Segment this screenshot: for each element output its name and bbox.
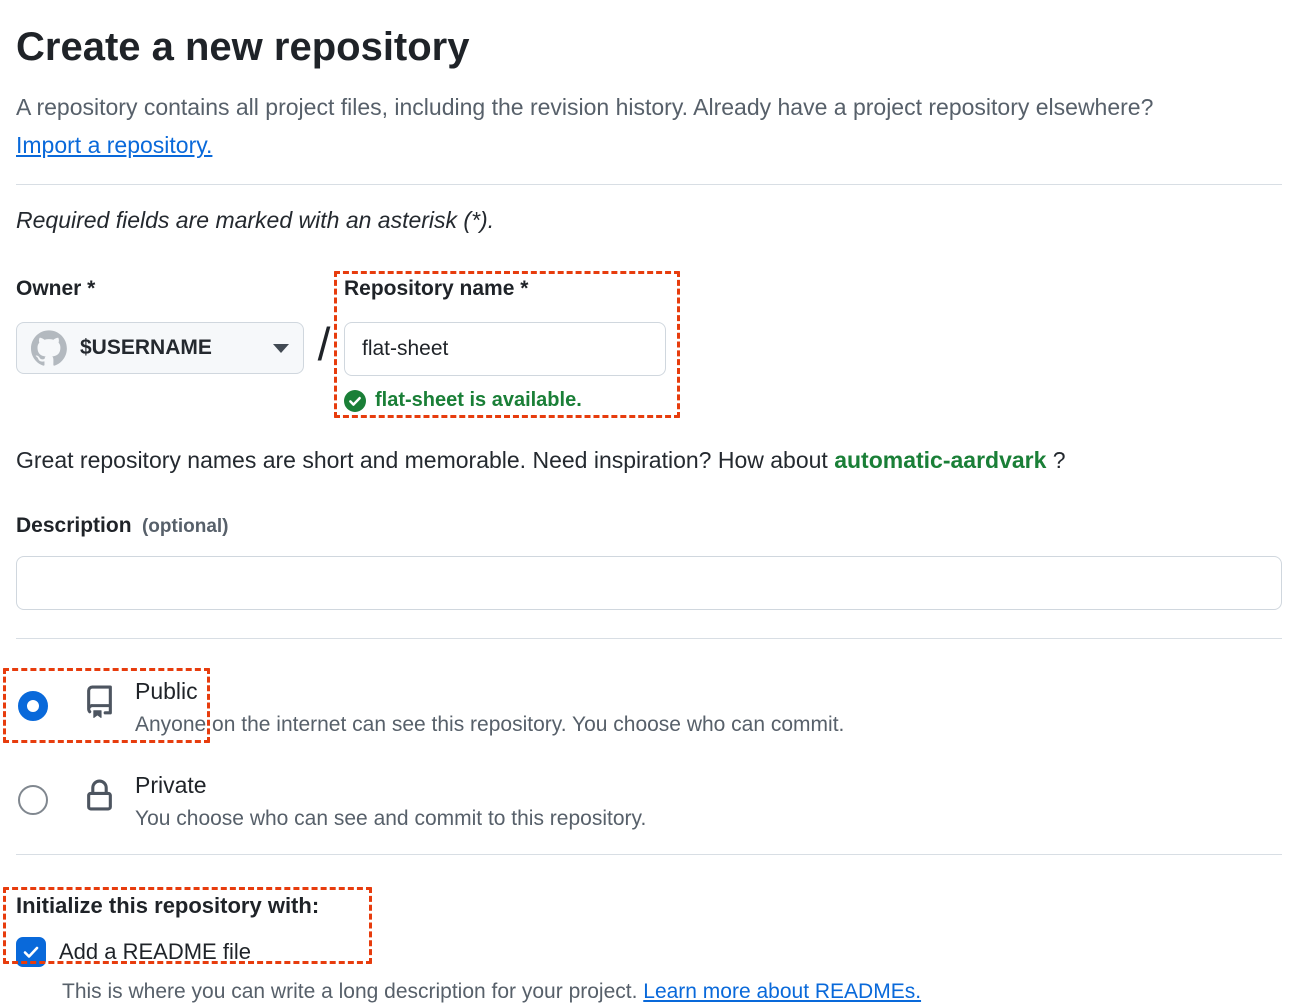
divider-top [16, 184, 1282, 185]
description-label-row: Description (optional) [16, 513, 1282, 539]
lock-icon [82, 777, 116, 815]
public-radio[interactable] [18, 691, 48, 721]
public-option-description: Anyone on the internet can see this repo… [135, 713, 845, 736]
learn-more-readmes-link[interactable]: Learn more about READMEs. [643, 980, 922, 1003]
create-repository-page: Create a new repository A repository con… [0, 26, 1298, 1004]
initialize-heading: Initialize this repository with: [16, 893, 320, 918]
readme-checkbox[interactable] [16, 937, 46, 967]
private-option-body: Private You choose who can see and commi… [135, 770, 646, 834]
public-option-label[interactable]: Public [135, 678, 198, 704]
repository-name-field: Repository name * flat-sheet is availabl… [334, 271, 680, 418]
owner-repo-row: Owner * $USERNAME / Repository name * fl… [16, 271, 1282, 418]
repo-book-icon [82, 683, 116, 721]
owner-repo-separator: / [317, 318, 331, 370]
intro-paragraph: A repository contains all project files,… [16, 88, 1211, 164]
availability-message: flat-sheet is available. [375, 389, 582, 411]
page-title: Create a new repository [16, 25, 470, 69]
public-option-row: Public Anyone on the internet can see th… [3, 668, 1282, 743]
initialize-section: Initialize this repository with: Add a R… [3, 887, 1282, 1004]
repository-name-input[interactable] [344, 322, 666, 376]
owner-field: Owner * $USERNAME [16, 276, 304, 374]
owner-dropdown-button[interactable]: $USERNAME [16, 322, 304, 374]
readme-helper-text: This is where you can write a long descr… [62, 980, 1282, 1004]
readme-checkbox-row: Add a README file [16, 937, 1282, 967]
divider-description [16, 638, 1282, 639]
inspiration-text-after: ? [1046, 447, 1066, 473]
private-option-description: You choose who can see and commit to thi… [135, 807, 647, 830]
private-radio[interactable] [18, 785, 48, 815]
availability-status: flat-sheet is available. [344, 389, 666, 412]
description-input[interactable] [16, 556, 1282, 610]
owner-label: Owner * [16, 277, 96, 300]
private-option-label[interactable]: Private [135, 772, 207, 798]
chevron-down-icon [273, 343, 289, 353]
repository-name-label: Repository name * [344, 277, 529, 300]
readme-checkbox-label[interactable]: Add a README file [59, 939, 251, 964]
inspiration-line: Great repository names are short and mem… [16, 447, 1282, 474]
import-repository-link[interactable]: Import a repository. [16, 132, 213, 158]
inspiration-text-before: Great repository names are short and mem… [16, 447, 835, 473]
visibility-section: Public Anyone on the internet can see th… [3, 668, 1282, 834]
divider-visibility [16, 854, 1282, 855]
check-circle-icon [344, 389, 366, 412]
public-option-body: Public Anyone on the internet can see th… [135, 676, 844, 740]
checkmark-icon [23, 946, 39, 958]
required-fields-note: Required fields are marked with an aster… [16, 207, 495, 233]
owner-selected-value: $USERNAME [80, 336, 212, 359]
description-label: Description [16, 514, 132, 537]
owner-avatar [31, 330, 67, 366]
intro-text: A repository contains all project files,… [16, 94, 1154, 120]
private-option-row: Private You choose who can see and commi… [16, 770, 1282, 834]
suggested-repo-name[interactable]: automatic-aardvark [834, 447, 1047, 473]
readme-helper-sentence: This is where you can write a long descr… [62, 980, 644, 1003]
description-optional-tag: (optional) [141, 516, 229, 537]
